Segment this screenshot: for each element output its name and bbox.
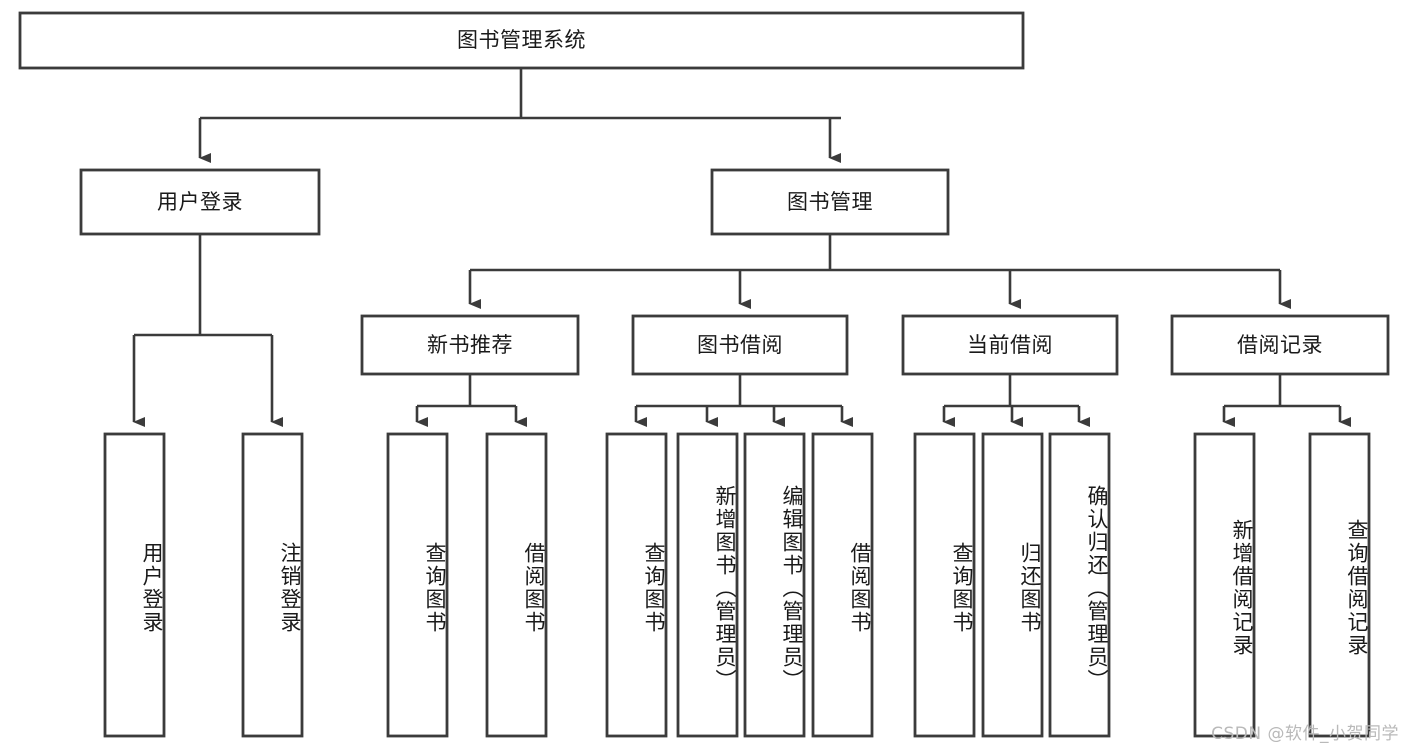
node-leaf-borrow-book[interactable]: [813, 434, 872, 736]
node-leaf-query-book-borrow[interactable]: [607, 434, 666, 736]
node-leaf-return-book[interactable]: [983, 434, 1042, 736]
node-box-group: [18, 11, 1390, 738]
node-box-leaf-user-login: [103, 432, 166, 738]
node-leaf-confirm-return[interactable]: [1050, 434, 1109, 736]
node-box-leaf-return-book: [981, 432, 1044, 738]
node-box-book-management: [710, 168, 950, 236]
node-box-leaf-query-book-borrow: [605, 432, 668, 738]
node-box-leaf-query-borrow-record: [1308, 432, 1371, 738]
node-leaf-logout[interactable]: [243, 434, 302, 736]
node-box-leaf-logout: [241, 432, 304, 738]
node-box-user-login: [79, 168, 321, 236]
node-leaf-add-borrow-record[interactable]: [1195, 434, 1254, 736]
node-box-leaf-query-book-rec: [386, 432, 449, 738]
node-leaf-edit-book[interactable]: [745, 434, 804, 736]
node-box-leaf-edit-book: [743, 432, 806, 738]
node-box-leaf-confirm-return: [1048, 432, 1111, 738]
node-current-borrow[interactable]: [903, 316, 1117, 374]
node-book-borrow[interactable]: [633, 316, 847, 374]
node-borrow-record[interactable]: [1172, 316, 1388, 374]
connector-group: [132, 68, 1351, 427]
node-leaf-user-login[interactable]: [105, 434, 164, 736]
node-box-leaf-borrow-book: [811, 432, 874, 738]
node-new-book-recommend[interactable]: [362, 316, 578, 374]
node-book-management[interactable]: [712, 170, 948, 234]
node-leaf-query-borrow-record[interactable]: [1310, 434, 1369, 736]
node-root[interactable]: [20, 13, 1023, 68]
node-user-login[interactable]: [81, 170, 319, 234]
node-leaf-query-book-rec[interactable]: [388, 434, 447, 736]
node-box-leaf-query-book-current: [913, 432, 976, 738]
node-box-leaf-add-book: [676, 432, 739, 738]
node-box-root: [18, 11, 1025, 70]
node-leaf-borrow-book-rec[interactable]: [487, 434, 546, 736]
node-box-new-book-recommend: [360, 314, 580, 376]
watermark-text: CSDN @软件_小贺同学: [1211, 724, 1399, 744]
node-box-borrow-record: [1170, 314, 1390, 376]
node-box-leaf-add-borrow-record: [1193, 432, 1256, 738]
node-leaf-add-book[interactable]: [678, 434, 737, 736]
node-leaf-query-book-current[interactable]: [915, 434, 974, 736]
node-box-current-borrow: [901, 314, 1119, 376]
node-box-book-borrow: [631, 314, 849, 376]
node-box-leaf-borrow-book-rec: [485, 432, 548, 738]
